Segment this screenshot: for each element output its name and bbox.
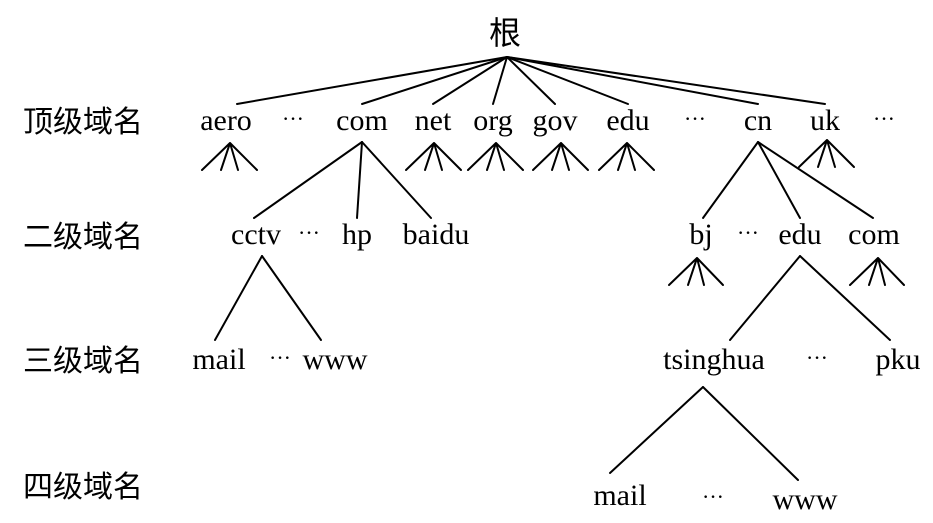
node-top-ellipsis-1: ··· <box>282 106 304 131</box>
fan-mark-aero <box>201 142 258 171</box>
edge-root-gov <box>506 56 556 105</box>
node-www-tsinghua: www <box>772 483 838 516</box>
edge-cn-edu <box>757 141 801 219</box>
level-label-fourth: 四级域名 <box>23 470 143 505</box>
edge-root-uk <box>506 56 826 105</box>
fan-mark-gov <box>532 142 589 171</box>
node-com-cn: com <box>848 218 900 251</box>
level-label-top: 顶级域名 <box>23 105 143 140</box>
fan-mark-com-cn <box>849 257 905 286</box>
node-top-ellipsis-2: ··· <box>684 106 706 131</box>
edge-root-net <box>432 56 508 105</box>
node-bj: bj <box>689 218 713 251</box>
edge-root-com <box>361 56 508 105</box>
edge-com-cctv <box>253 141 363 219</box>
node-gov: gov <box>532 104 578 137</box>
edge-tsinghua-mail <box>609 386 704 474</box>
node-edu: edu <box>606 104 650 137</box>
fan-mark-uk <box>798 139 855 168</box>
node-pku: pku <box>875 343 921 376</box>
node-edu-ellipsis: ··· <box>806 345 828 370</box>
node-net: net <box>414 104 452 137</box>
edge-com-baidu <box>361 141 432 219</box>
node-baidu: baidu <box>402 218 470 251</box>
fan-mark-edu <box>598 142 655 171</box>
node-hp: hp <box>342 218 372 251</box>
level-label-second: 二级域名 <box>23 220 143 255</box>
node-www-cctv: www <box>302 343 368 376</box>
edge-cctv-www <box>261 255 322 341</box>
node-edu-cn: edu <box>778 218 822 251</box>
fan-mark-bj <box>668 257 724 286</box>
edge-edu-pku <box>799 255 891 341</box>
edge-root-cn <box>506 56 759 105</box>
node-top-ellipsis-3: ··· <box>873 106 895 131</box>
node-aero: aero <box>200 104 252 137</box>
level-label-third: 三级域名 <box>23 344 143 379</box>
edge-cctv-mail <box>214 255 263 341</box>
node-cctv: cctv <box>231 218 281 251</box>
edge-root-edu <box>506 56 629 105</box>
edge-edu-tsinghua <box>729 255 801 341</box>
node-tsinghua-ellipsis: ··· <box>702 484 724 509</box>
edge-com-hp <box>356 141 363 219</box>
node-root: 根 <box>488 14 522 52</box>
edge-cn-com <box>757 141 874 219</box>
node-cn: cn <box>743 104 773 137</box>
edge-root-aero <box>236 56 508 105</box>
node-com: com <box>336 104 388 137</box>
edge-tsinghua-www <box>702 386 799 481</box>
node-mail-cctv: mail <box>192 343 246 376</box>
node-org: org <box>473 104 513 137</box>
node-tsinghua: tsinghua <box>663 343 765 376</box>
node-cctv-ellipsis: ··· <box>269 345 291 370</box>
node-uk: uk <box>810 104 840 137</box>
node-cn-ellipsis: ··· <box>737 220 759 245</box>
edge-root-org <box>492 56 508 105</box>
node-mail-tsinghua: mail <box>593 479 647 512</box>
edge-cn-bj <box>702 141 759 219</box>
fan-mark-org <box>467 142 524 171</box>
fan-mark-net <box>405 142 462 171</box>
node-com-ellipsis: ··· <box>298 220 320 245</box>
